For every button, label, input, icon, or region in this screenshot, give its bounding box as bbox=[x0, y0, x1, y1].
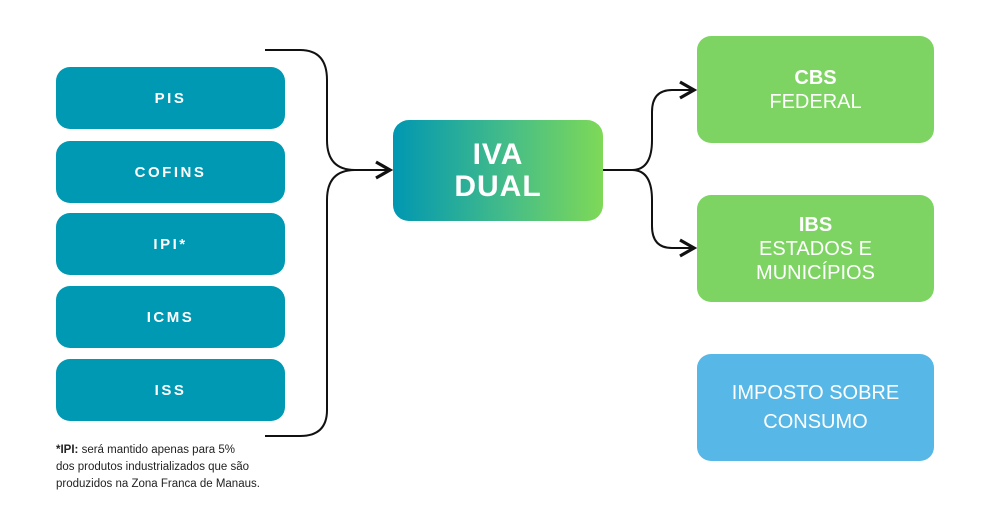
ibs-box: IBS ESTADOS E MUNICÍPIOS bbox=[697, 195, 934, 302]
footnote-prefix: *IPI: bbox=[56, 444, 79, 456]
iva-line2: DUAL bbox=[454, 169, 542, 203]
iva-dual-box: IVA DUAL bbox=[393, 120, 603, 221]
ibs-title: IBS bbox=[798, 213, 833, 236]
footnote-line3: produzidos na Zona Franca de Manaus. bbox=[56, 478, 260, 490]
consumo-line2: CONSUMO bbox=[763, 410, 868, 433]
source-label: IPI* bbox=[153, 235, 188, 253]
source-label: PIS bbox=[154, 89, 187, 107]
arrow-to-ibs bbox=[631, 169, 698, 258]
ibs-subtitle-line1: ESTADOS E bbox=[759, 237, 872, 260]
source-box-pis: PIS bbox=[56, 67, 285, 129]
imposto-consumo-box: IMPOSTO SOBRE CONSUMO bbox=[697, 354, 934, 461]
arrow-to-cbs bbox=[631, 80, 698, 171]
cbs-title: CBS bbox=[794, 66, 837, 89]
source-label: ISS bbox=[154, 381, 187, 399]
cbs-box: CBS FEDERAL bbox=[697, 36, 934, 143]
source-box-cofins: COFINS bbox=[56, 141, 285, 203]
footnote-line2: dos produtos industrializados que são bbox=[56, 461, 250, 473]
source-label: ICMS bbox=[146, 308, 195, 326]
ibs-subtitle-line2: MUNICÍPIOS bbox=[756, 261, 875, 284]
consumo-line1: IMPOSTO SOBRE bbox=[731, 381, 900, 404]
cbs-subtitle: FEDERAL bbox=[769, 90, 862, 113]
footnote-line1: será mantido apenas para 5% bbox=[78, 444, 236, 456]
source-box-ipi: IPI* bbox=[56, 213, 285, 275]
source-label: COFINS bbox=[134, 163, 207, 181]
source-box-iss: ISS bbox=[56, 359, 285, 421]
footnote: *IPI: será mantido apenas para 5% dos pr… bbox=[56, 442, 260, 493]
iva-line1: IVA bbox=[472, 137, 524, 171]
source-box-icms: ICMS bbox=[56, 286, 285, 348]
